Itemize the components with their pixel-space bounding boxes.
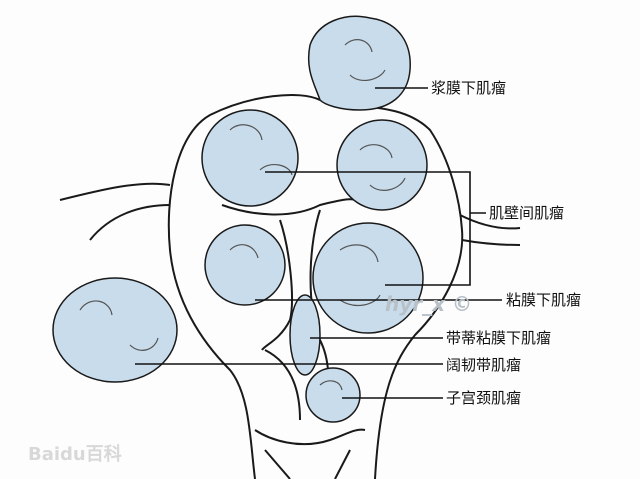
- fibroid-pedunculated: [289, 294, 321, 376]
- vagina: [254, 428, 366, 479]
- right-fallopian-tube: [459, 214, 521, 246]
- leader-lines: [135, 87, 502, 399]
- fibroid-cervical: [305, 367, 361, 423]
- label-submucosal-fibroid: 粘膜下肌瘤: [506, 291, 582, 309]
- uterus-outline: [167, 94, 321, 479]
- fibroid-subserosal: [308, 15, 411, 111]
- label-subserosal-fibroid: 浆膜下肌瘤: [431, 79, 507, 97]
- author-watermark: hyr_x ©: [385, 292, 473, 316]
- fibroid-intramural-left: [201, 109, 299, 207]
- label-pedunculated-submucosal-fibroid: 带蒂粘膜下肌瘤: [446, 329, 552, 347]
- left-fallopian-tube: [59, 182, 171, 241]
- label-broad-ligament-fibroid: 阔韧带肌瘤: [446, 356, 522, 374]
- label-intramural-fibroid: 肌壁间肌瘤: [489, 204, 565, 222]
- baidu-watermark: Baidu百科: [28, 444, 122, 465]
- fibroid-intramural-right: [336, 119, 428, 211]
- fibroid-broad-ligament: [52, 277, 178, 383]
- label-cervical-fibroid: 子宫颈肌瘤: [446, 389, 522, 407]
- fibroid-submucosal-left: [204, 224, 286, 306]
- fibroid-submucosal-right: [312, 222, 424, 334]
